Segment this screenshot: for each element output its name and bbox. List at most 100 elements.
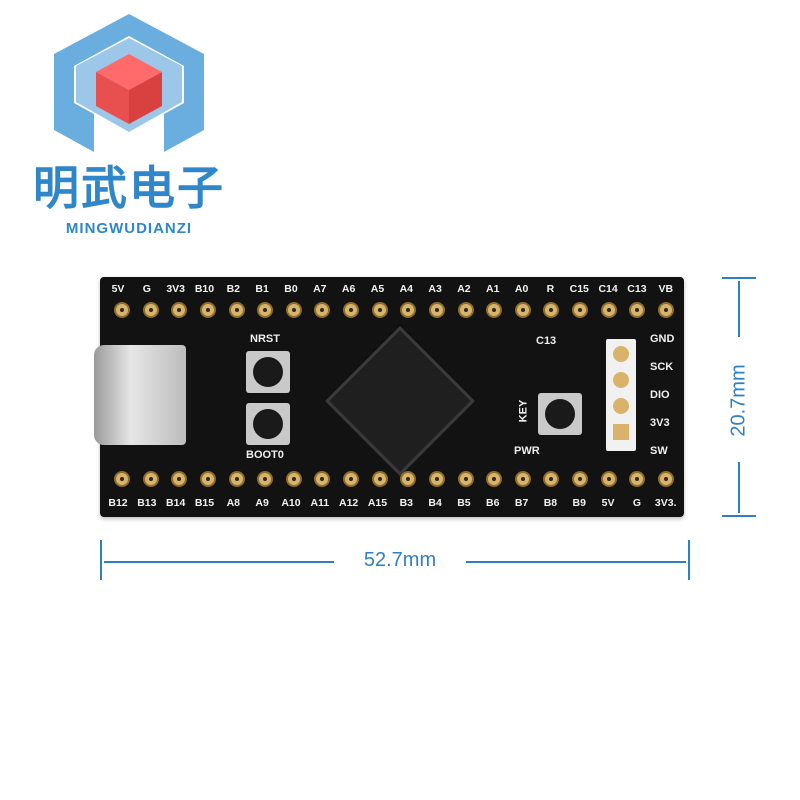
pin-label: A10 — [281, 497, 301, 509]
key-button[interactable] — [538, 393, 582, 435]
pin-label: A12 — [338, 497, 359, 509]
pin-label: A7 — [313, 283, 327, 295]
pin-hole — [486, 471, 503, 487]
pin-hole — [428, 302, 445, 318]
pin-label: B8 — [543, 497, 558, 509]
pin-hole — [228, 302, 245, 318]
swd-pin — [610, 395, 632, 417]
button-cap — [253, 409, 283, 439]
width-dimension-tick-right — [688, 540, 690, 580]
swd-pin — [610, 421, 632, 443]
pin-hole — [199, 471, 216, 487]
brand-logo-icon — [54, 14, 204, 152]
pin-label: A5 — [370, 283, 385, 295]
height-dimension-tick-top — [722, 277, 756, 279]
pwr-label: PWR — [514, 445, 540, 457]
pin-hole — [371, 302, 388, 318]
swd-pin — [610, 369, 632, 391]
pin-label: A4 — [399, 283, 413, 295]
height-dimension-tick-bottom — [722, 515, 756, 517]
height-dimension-line-bottom — [738, 462, 740, 513]
pin-hole — [343, 302, 359, 318]
nrst-label: NRST — [250, 333, 280, 345]
pin-hole — [400, 471, 417, 487]
brand-name-chinese: 明武电子 — [33, 161, 225, 215]
pin-hole — [285, 471, 302, 487]
pin-label: 3V3 — [166, 283, 185, 295]
c13-label: C13 — [536, 335, 557, 347]
pin-hole — [257, 302, 274, 318]
pin-label: G — [142, 283, 151, 295]
pin-label: A8 — [226, 497, 241, 509]
pin-label: A1 — [486, 283, 500, 295]
brand-name-english: MINGWUDIANZI — [65, 220, 193, 237]
pin-label: B6 — [486, 497, 500, 509]
button-cap — [253, 357, 283, 387]
pin-label: B15 — [194, 497, 215, 509]
pin-hole — [314, 302, 331, 318]
top-pin-header — [114, 302, 674, 318]
nrst-button[interactable] — [246, 351, 290, 393]
pin-hole — [600, 471, 617, 487]
pin-hole — [572, 471, 588, 487]
mcu-chip — [329, 330, 471, 472]
pin-label: B0 — [284, 283, 298, 295]
pin-hole — [400, 302, 417, 318]
pin-label: C14 — [598, 283, 618, 295]
pin-label: B5 — [457, 497, 471, 509]
pin-label: C15 — [569, 283, 589, 295]
pin-label: B7 — [514, 497, 529, 509]
pin-label: B2 — [226, 283, 241, 295]
height-dimension-text: 20.7mm — [727, 364, 750, 437]
swd-label: SW — [650, 445, 668, 457]
width-dimension-line-right — [466, 561, 686, 563]
height-dimension-line-top — [738, 281, 740, 337]
pin-hole — [600, 302, 617, 318]
pin-hole — [257, 471, 274, 487]
pin-hole — [657, 302, 674, 318]
pin-label: A2 — [457, 283, 471, 295]
pin-label: B3 — [399, 497, 413, 509]
pin-hole — [171, 302, 188, 318]
pin-hole — [199, 302, 216, 318]
pin-hole — [314, 471, 331, 487]
pin-label: 3V3. — [654, 497, 677, 509]
pin-hole — [371, 471, 388, 487]
top-pin-labels: 5V G 3V3 B10 B2 B1 B0 A7 A6 A5 A4 A3 A2 … — [104, 283, 680, 295]
pin-label: B9 — [572, 497, 586, 509]
pin-label: 5V — [601, 497, 615, 509]
pin-label: A3 — [428, 283, 442, 295]
pin-label: G — [632, 497, 641, 509]
pin-label: A11 — [310, 497, 330, 509]
pin-hole — [171, 471, 188, 487]
usb-c-connector — [94, 345, 186, 445]
width-dimension-tick-left — [100, 540, 102, 580]
pin-label: B14 — [166, 497, 186, 509]
pin-hole — [572, 302, 588, 318]
pin-hole — [543, 302, 560, 318]
pin-hole — [657, 471, 674, 487]
boot0-label: BOOT0 — [246, 449, 284, 461]
pin-hole — [457, 471, 474, 487]
pin-label: 5V — [111, 283, 125, 295]
swd-label: DIO — [650, 389, 670, 401]
pin-label: A0 — [514, 283, 529, 295]
pin-hole — [457, 302, 474, 318]
pin-hole — [285, 302, 302, 318]
swd-label: SCK — [650, 361, 674, 373]
pin-label: C13 — [627, 283, 647, 295]
pin-hole — [428, 471, 445, 487]
key-label: KEY — [517, 399, 530, 423]
pin-hole — [228, 471, 245, 487]
pcb-board: 5V G 3V3 B10 B2 B1 B0 A7 A6 A5 A4 A3 A2 … — [94, 277, 684, 517]
pin-label: B12 — [108, 497, 128, 509]
pin-hole — [114, 471, 130, 487]
pin-hole — [629, 302, 646, 318]
bottom-pin-labels: B12 B13 B14 B15 A8 A9 A10 A11 A12 A15 B3… — [104, 497, 680, 509]
bottom-pin-header — [114, 471, 674, 487]
pin-label: A15 — [367, 497, 388, 509]
pin-label: VB — [658, 283, 674, 295]
boot0-button[interactable] — [246, 403, 290, 445]
swd-label: 3V3 — [650, 417, 670, 429]
pin-label: R — [546, 283, 555, 295]
